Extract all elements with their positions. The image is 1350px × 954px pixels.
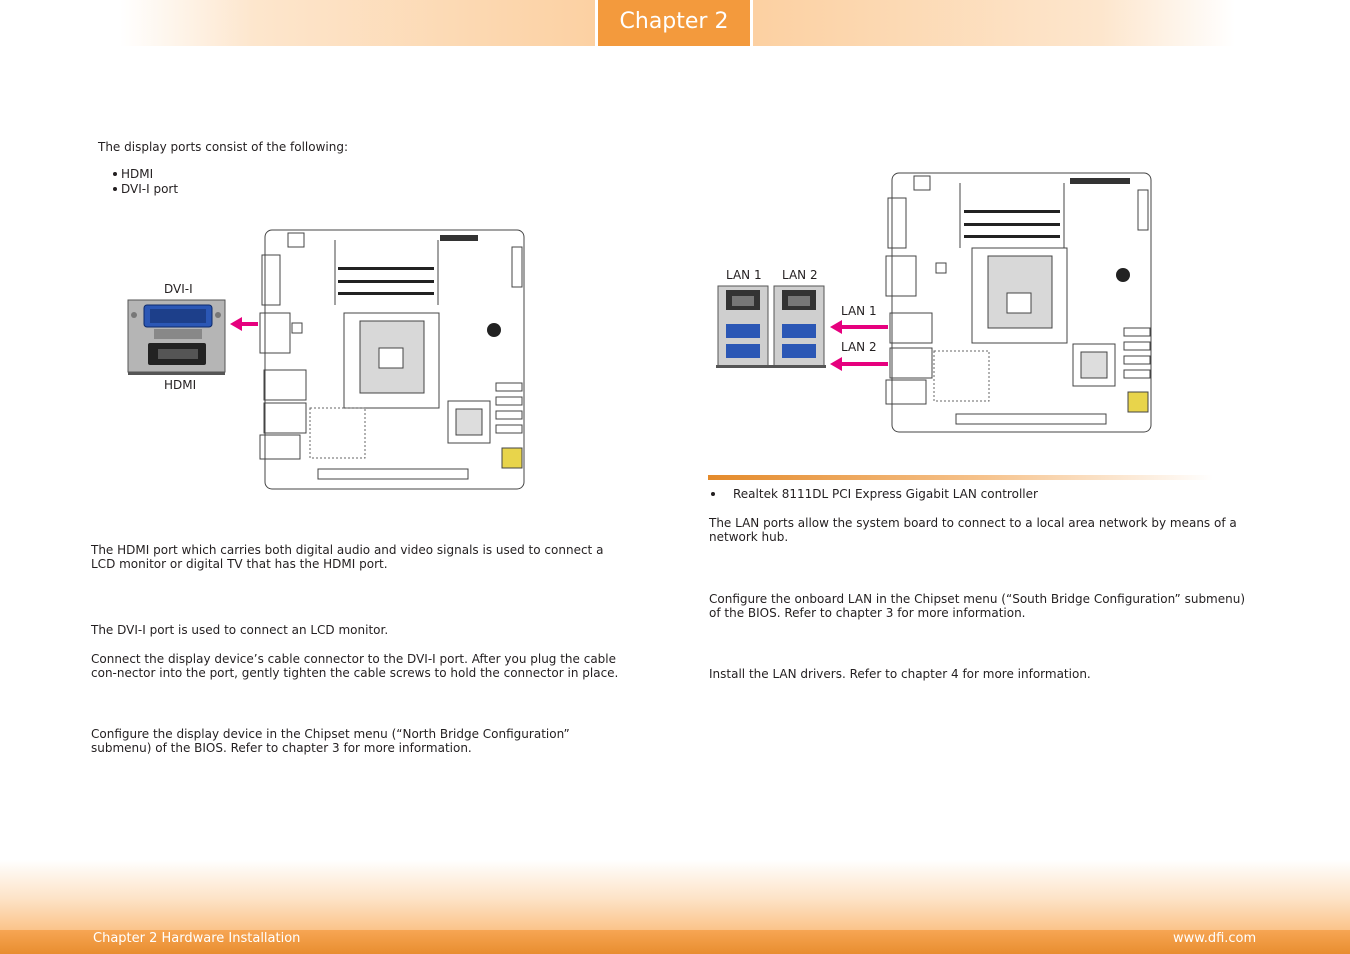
dvi-paragraph: The DVI-I port is used to connect an LCD… [91, 623, 389, 637]
label-hdmi: HDMI [164, 378, 197, 392]
footer-band [0, 860, 1350, 930]
chapter-tab: Chapter 2 [598, 0, 750, 46]
header-divider [750, 0, 753, 46]
hdmi-paragraph: The HDMI port which carries both digital… [91, 543, 604, 571]
section-rule [708, 475, 1213, 480]
footer-bar [0, 930, 1350, 954]
bullet-dot [113, 187, 117, 191]
bullet-hdmi: HDMI [121, 167, 154, 181]
label-lan2-top: LAN 2 [782, 268, 818, 282]
footer-website[interactable]: www.dfi.com [1173, 931, 1257, 946]
lan-ports-figure [716, 172, 1152, 433]
bullet-dot [711, 492, 715, 496]
label-dvi: DVI-I [164, 282, 193, 296]
feature-item: Realtek 8111DL PCI Express Gigabit LAN c… [733, 487, 1038, 501]
lan-paragraph: The LAN ports allow the system board to … [709, 516, 1237, 544]
bios-paragraph: Configure the display device in the Chip… [91, 727, 570, 755]
connect-paragraph: Connect the display device’s cable conne… [91, 652, 619, 680]
bullet-dot [113, 172, 117, 176]
display-ports-figure [127, 229, 525, 490]
footer-chapter: Chapter 2 Hardware Installation [93, 931, 301, 946]
intro-text: The display ports consist of the followi… [98, 140, 349, 154]
lan-bios-paragraph: Configure the onboard LAN in the Chipset… [709, 592, 1246, 620]
header-divider [595, 0, 598, 46]
bullet-dvi: DVI-I port [121, 182, 179, 196]
driver-paragraph: Install the LAN drivers. Refer to chapte… [709, 667, 1091, 681]
label-lan1-top: LAN 1 [726, 268, 762, 282]
label-lan2-arrow: LAN 2 [841, 340, 877, 354]
label-lan1-arrow: LAN 1 [841, 304, 877, 318]
